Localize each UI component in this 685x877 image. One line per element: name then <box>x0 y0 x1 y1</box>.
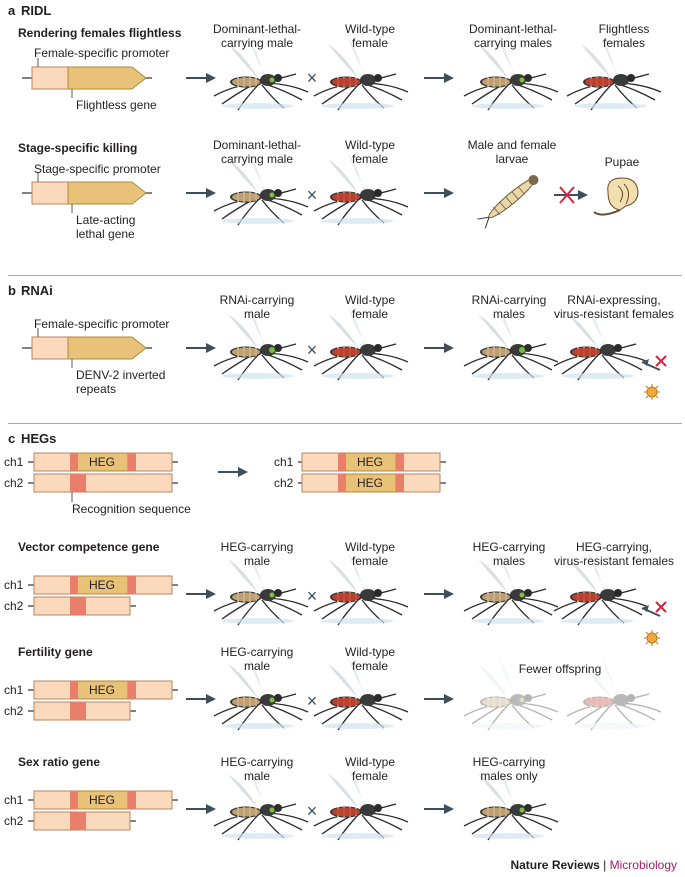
heg-fertility-parent-male: HEG-carrying male <box>220 645 294 673</box>
journal-divider: | <box>599 858 610 872</box>
larva-illustration <box>477 175 539 229</box>
rnai-result-males: RNAi-carrying males <box>471 293 547 321</box>
cross-symbol-6: × <box>306 801 318 821</box>
gene-arrow <box>67 66 147 90</box>
ridl-row2-result-larvae: Male and female larvae <box>467 138 557 166</box>
journal-name: Nature Reviews <box>510 858 600 872</box>
ridl-row2-heading: Stage-specific killing <box>18 141 138 155</box>
journal-footer: Nature Reviews | Microbiology <box>510 858 677 872</box>
panel-b-title: RNAi <box>21 283 53 298</box>
heg-construct-fertility <box>28 680 178 721</box>
ridl-row1-result-females: Flightless females <box>598 22 650 50</box>
separator-ab <box>8 275 682 276</box>
rnai-construct <box>22 328 152 368</box>
heg-label-4: HEG <box>89 578 115 592</box>
heg-construct-vector <box>28 575 178 616</box>
ch2-label-sex: ch2 <box>4 814 24 828</box>
rnai-parent-female: Wild-type female <box>344 293 396 321</box>
separator-bc <box>8 423 682 424</box>
heg-sex-parent-female: Wild-type female <box>344 755 396 783</box>
ridl-construct-2 <box>22 173 152 213</box>
ch2-label-after: ch2 <box>274 476 294 490</box>
cross-symbol-3: × <box>306 340 318 360</box>
panel-a-letter: a <box>8 3 16 18</box>
promoter-box <box>31 66 69 90</box>
ridl-construct-1 <box>22 58 152 98</box>
cross-symbol-4: × <box>306 586 318 606</box>
rnai-gene: DENV-2 inverted repeats <box>76 368 166 396</box>
panel-a-title: RIDL <box>21 3 52 18</box>
ridl-row1-parent-female: Wild-type female <box>344 22 396 50</box>
ridl-row2-parent-male: Dominant-lethal- carrying male <box>212 138 302 166</box>
heg-fertility-heading: Fertility gene <box>18 645 93 659</box>
ridl-row2-promoter: Stage-specific promoter <box>34 162 161 176</box>
panel-c-title: HEGs <box>21 431 57 446</box>
ridl-row1-gene: Flightless gene <box>76 98 157 112</box>
ridl-row1-result-males: Dominant-lethal- carrying males <box>468 22 558 50</box>
heg-chromosomes-before <box>28 452 178 502</box>
ch1-label-after: ch1 <box>274 455 294 469</box>
heg-vector-parent-male: HEG-carrying male <box>220 540 294 568</box>
journal-section: Microbiology <box>609 858 677 872</box>
ch2-label-top: ch2 <box>4 476 24 490</box>
ch1-label-sex: ch1 <box>4 793 24 807</box>
ch1-label-top: ch1 <box>4 455 24 469</box>
ridl-row2-gene: Late-acting lethal gene <box>76 213 136 241</box>
heg-label-6: HEG <box>89 793 115 807</box>
panel-b-letter: b <box>8 283 16 298</box>
heg-sex-result: HEG-carrying males only <box>472 755 546 783</box>
heg-sex-parent-male: HEG-carrying male <box>220 755 294 783</box>
cross-symbol-2: × <box>306 185 318 205</box>
ridl-row1-promoter: Female-specific promoter <box>34 46 170 60</box>
heg-label-2: HEG <box>357 455 383 469</box>
ridl-row2-result-pupae: Pupae <box>604 155 640 169</box>
heg-fertility-result: Fewer offspring <box>518 662 602 676</box>
ridl-row2-parent-female: Wild-type female <box>344 138 396 166</box>
svg-text:×: × <box>307 68 318 88</box>
heg-sex-heading: Sex ratio gene <box>18 755 101 769</box>
heg-label-3: HEG <box>357 476 383 490</box>
rnai-parent-male: RNAi-carrying male <box>219 293 295 321</box>
ch2-label-vector: ch2 <box>4 599 24 613</box>
heg-vector-result-males: HEG-carrying males <box>472 540 546 568</box>
ch2-label-fertility: ch2 <box>4 704 24 718</box>
heg-chromosomes-after <box>298 452 446 493</box>
heg-fertility-parent-female: Wild-type female <box>344 645 396 673</box>
rnai-result-females: RNAi-expressing, virus-resistant females <box>553 293 675 321</box>
ch1-label-vector: ch1 <box>4 578 24 592</box>
pupa-illustration <box>593 177 639 216</box>
rnai-promoter: Female-specific promoter <box>34 317 170 331</box>
heg-construct-sex <box>28 790 178 831</box>
heg-label-1: HEG <box>89 455 115 469</box>
heg-label-5: HEG <box>89 683 115 697</box>
ridl-row1-heading: Rendering females flightless <box>18 26 182 40</box>
blocked-development-arrow <box>554 186 588 204</box>
cross-symbol-5: × <box>306 691 318 711</box>
recognition-sequence-label: Recognition sequence <box>72 502 191 516</box>
ridl-row1-parent-male: Dominant-lethal- carrying male <box>212 22 302 50</box>
panel-c-letter: c <box>8 431 16 446</box>
ch1-label-fertility: ch1 <box>4 683 24 697</box>
heg-vector-parent-female: Wild-type female <box>344 540 396 568</box>
heg-vector-heading: Vector competence gene <box>18 540 160 554</box>
heg-vector-result-females: HEG-carrying, virus-resistant females <box>553 540 675 568</box>
